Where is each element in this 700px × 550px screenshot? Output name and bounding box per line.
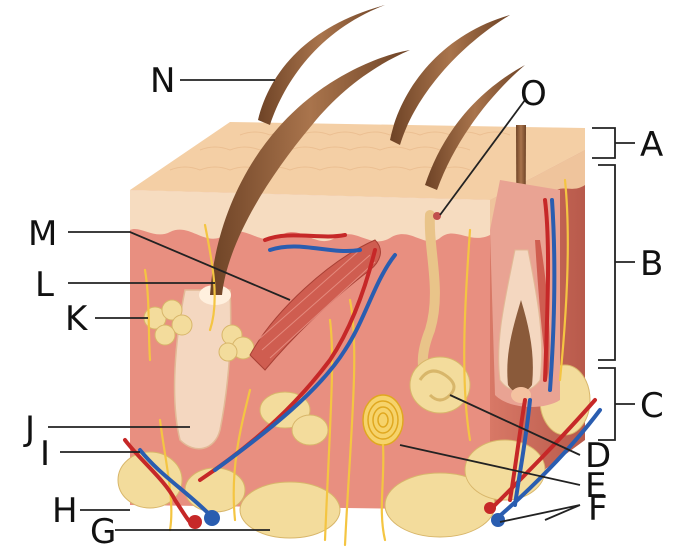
leader-lines xyxy=(48,79,581,531)
bracket-b xyxy=(598,164,635,361)
bracket-a xyxy=(592,127,635,159)
blood-vessels xyxy=(123,198,602,527)
leader-o xyxy=(439,99,526,216)
label-i: I xyxy=(40,434,50,474)
label-c: C xyxy=(640,386,664,426)
vessel-ends xyxy=(188,502,505,529)
leader-e xyxy=(399,444,581,486)
label-l: L xyxy=(35,265,54,305)
sweat-gland xyxy=(409,210,471,414)
label-n: N xyxy=(150,61,175,101)
label-b: B xyxy=(640,244,663,284)
label-k: K xyxy=(65,299,89,339)
label-a: A xyxy=(640,125,663,165)
label-h: H xyxy=(52,491,78,531)
leader-d xyxy=(449,394,581,456)
label-d: D xyxy=(585,436,611,476)
label-f: F xyxy=(588,489,608,529)
label-e: E xyxy=(585,466,606,506)
label-j: J xyxy=(23,409,35,449)
pacinian-corpuscle xyxy=(362,394,404,446)
hair-follicle-right xyxy=(490,180,560,407)
leader-f xyxy=(499,504,581,523)
label-m: M xyxy=(28,214,57,254)
bracket-c xyxy=(598,367,635,441)
labels: N O A M B L K C J I D E H F G xyxy=(23,61,664,550)
label-g: G xyxy=(90,512,116,550)
epidermis-front-strip xyxy=(130,190,490,242)
label-o: O xyxy=(520,74,547,114)
leader-m xyxy=(68,231,291,301)
layer-brackets xyxy=(592,127,635,441)
